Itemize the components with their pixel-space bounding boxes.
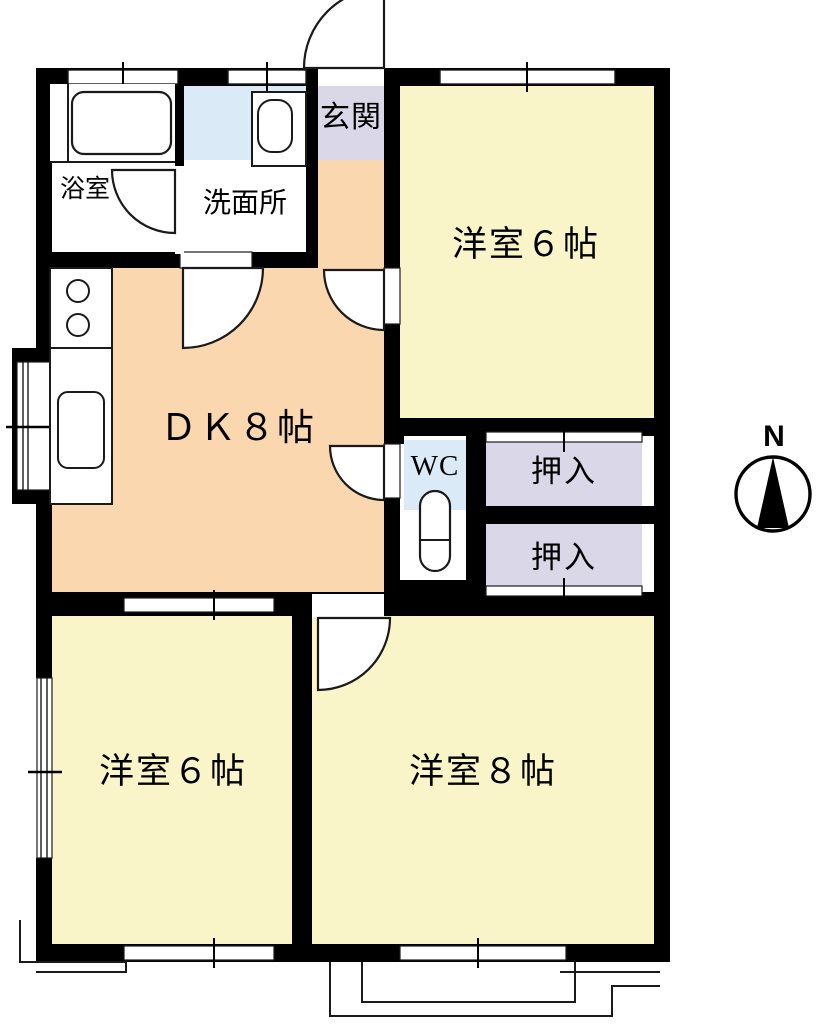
door-swing-bedroom6-top <box>322 268 386 332</box>
opening-wc-door <box>383 443 401 499</box>
wall-left-upper <box>36 68 52 352</box>
window-bedroom6-bottom <box>123 938 275 968</box>
window-bedroom8-bottom <box>399 938 567 968</box>
balcony-bottom-outer <box>329 962 660 1017</box>
door-swing-wc <box>328 444 386 502</box>
balcony-left <box>19 920 127 973</box>
stove-burner-2 <box>66 313 90 337</box>
wall-between-closets <box>486 506 670 524</box>
window-bedroom-left <box>28 677 62 859</box>
opening-bedroom8-door <box>312 594 384 618</box>
door-swing-washroom <box>181 266 265 350</box>
window-kitchen-left <box>6 361 53 491</box>
room-fill-genkan <box>318 84 384 168</box>
wall-left-mid <box>36 490 52 620</box>
wall-kitchen-window-top <box>12 348 52 362</box>
door-swings <box>110 0 392 692</box>
door-swing-bath <box>110 168 177 235</box>
bathtub <box>70 90 173 156</box>
door-swing-genkan <box>302 0 386 70</box>
closet-doors-lower[interactable] <box>485 578 643 606</box>
toilet-bowl <box>418 489 452 573</box>
dk-upper-carve2 <box>306 160 384 168</box>
compass-rose <box>734 455 812 533</box>
wall-closet-left <box>470 436 486 608</box>
compass-north-arrow <box>757 457 789 528</box>
sliding-door-bedroom6-top[interactable] <box>123 590 275 620</box>
wall-kitchen-window-bottom <box>12 490 52 504</box>
fixtures <box>49 84 466 580</box>
room-fill-yoshitsu-6-top <box>400 84 656 418</box>
dk-strip-right <box>306 168 384 268</box>
opening-bath-door <box>175 166 184 254</box>
wall-bath-bottom <box>36 252 176 268</box>
door-swing-bedroom8 <box>316 616 392 692</box>
balcony-outlines <box>19 920 660 1017</box>
washbasin-bowl <box>257 99 293 153</box>
wall-genkan-right <box>384 68 400 268</box>
wall-washroom-right <box>306 84 318 268</box>
kitchen-sink <box>57 391 105 469</box>
windows <box>6 62 643 968</box>
opening-genkan-door <box>318 68 384 86</box>
wall-wc-left <box>384 426 404 444</box>
room-fill-yoshitsu-8 <box>312 616 656 946</box>
opening-bedroom6top-door <box>383 267 401 325</box>
wall-between-bottom-bedrooms <box>292 596 312 946</box>
balcony-bottom-inner <box>361 962 576 1003</box>
wall-genkan-left-upper <box>306 68 318 90</box>
wall-left-lower-b <box>36 858 52 962</box>
opening-washroom-door <box>179 251 253 269</box>
closet-doors-upper[interactable] <box>485 424 643 452</box>
room-fill-yoshitsu-6-bottom <box>50 616 292 946</box>
stove-burner-1 <box>66 279 90 303</box>
wall-left-lower-a <box>36 620 52 678</box>
